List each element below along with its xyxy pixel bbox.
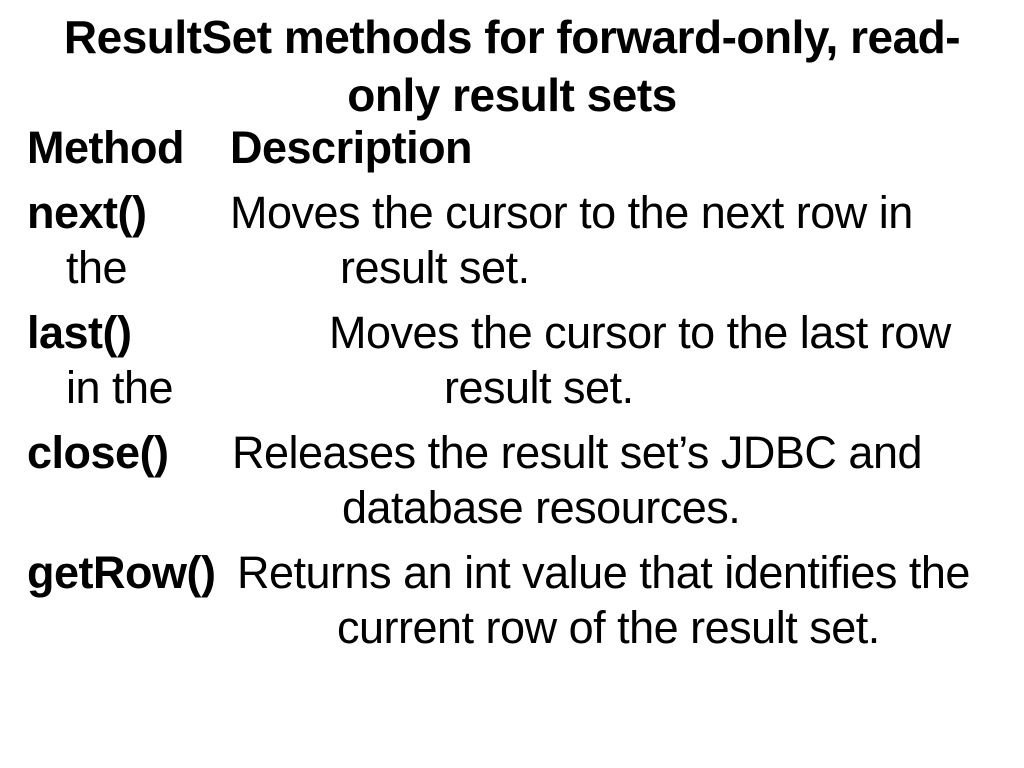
table-header-row: Method Description [0,120,1024,176]
table-row-close-continuation: database resources. [0,480,1024,536]
method-name-close: close() [27,427,169,478]
table-row-next: next() Moves the cursor to the next row … [0,185,1024,241]
slide-title: ResultSet methods for forward-only, read… [0,8,1024,124]
table-row-last-continuation: in the result set. [0,360,1024,416]
description-next-line-1: Moves the cursor to the next row in [230,187,913,238]
method-name-getrow: getRow() [27,547,216,598]
table-row-getrow: getRow() Returns an int value that ident… [0,545,1024,601]
table-row-next-continuation: the result set. [0,240,1024,296]
description-getrow-line-2: current row of the result set. [337,602,880,653]
description-close-line-2: database resources. [342,482,741,533]
method-name-last: last() [27,307,132,358]
description-getrow-line-1: Returns an int value that identifies the [237,547,970,598]
column-header-method: Method [27,122,184,173]
column-header-description: Description [230,122,473,173]
description-last-line-1: Moves the cursor to the last row [329,307,951,358]
table-row-close: close() Releases the result set’s JDBC a… [0,425,1024,481]
table-row-last: last() Moves the cursor to the last row [0,305,1024,361]
slide-title-line-2: only result sets [347,69,677,121]
description-close-line-1: Releases the result set’s JDBC and [232,427,923,478]
description-next-overflow: the [66,242,128,293]
description-last-line-2: result set. [444,362,634,413]
description-next-line-2: result set. [340,242,530,293]
table-row-getrow-continuation: current row of the result set. [0,600,1024,656]
method-name-next: next() [27,187,147,238]
description-last-overflow: in the [66,362,174,413]
slide-title-line-1: ResultSet methods for forward-only, read… [63,11,961,63]
